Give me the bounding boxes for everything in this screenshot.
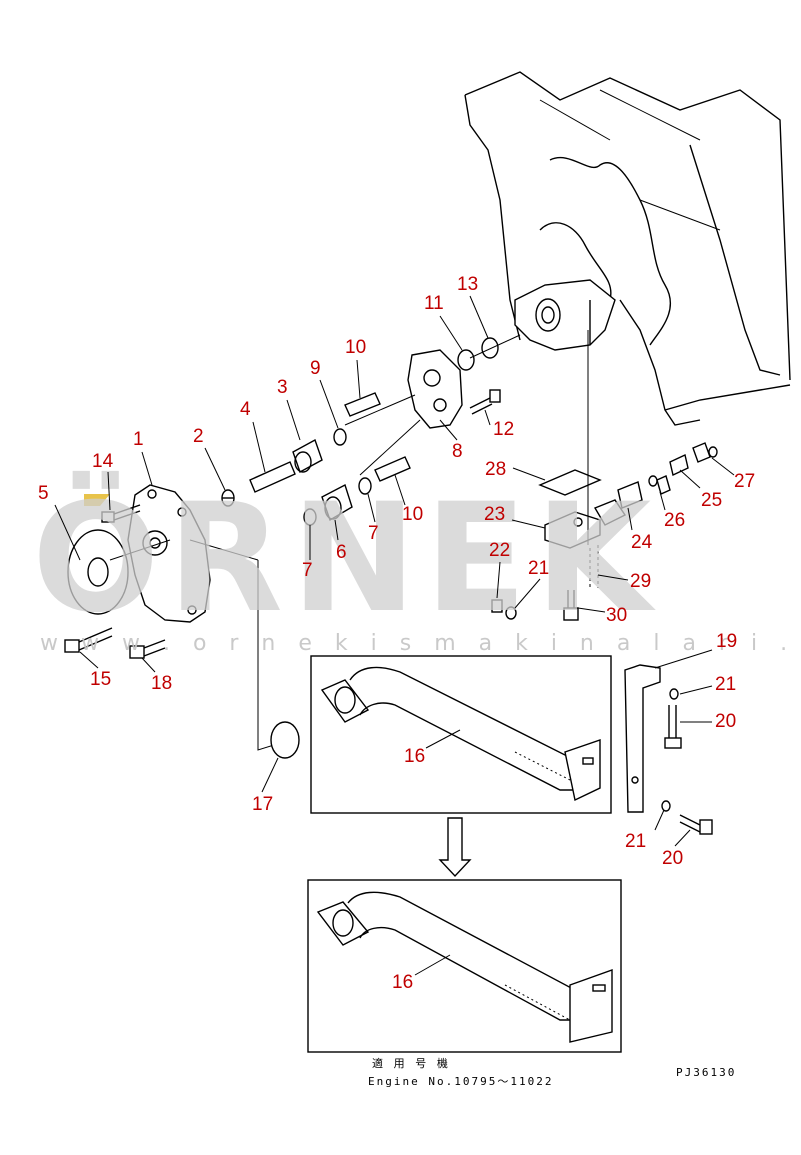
watermark-brand: ÖRNEK [32, 470, 659, 646]
plate-28 [538, 469, 602, 496]
callout-27: 27 [734, 471, 755, 492]
ring-11 [457, 349, 475, 371]
callout-21b: 21 [715, 674, 736, 695]
bolt-20-b [679, 814, 713, 835]
bolt-22 [491, 599, 503, 613]
gasket-17 [270, 721, 300, 759]
pipe-16-upper [320, 666, 601, 802]
callout-4: 4 [240, 399, 251, 420]
bolt-20-a [664, 705, 682, 749]
pulley-disc [67, 529, 171, 615]
callout-21c: 21 [625, 831, 646, 852]
callout-13: 13 [457, 274, 478, 295]
callout-15: 15 [90, 669, 111, 690]
leader-lines [54, 295, 735, 976]
spring-25 [669, 453, 689, 477]
callout-2: 2 [193, 426, 204, 447]
callout-28: 28 [485, 459, 506, 480]
callout-1: 1 [133, 429, 144, 450]
pump-cover [127, 484, 259, 623]
washer-21-b [669, 688, 679, 700]
applicability-label: 適 用 号 機 [372, 1056, 450, 1070]
callout-19: 19 [716, 631, 737, 652]
callout-3: 3 [277, 377, 288, 398]
watermark: ÖRNEK w w w . o r n e k i s m a k i n a … [32, 470, 801, 656]
callout-18: 18 [151, 673, 172, 694]
bolt-30 [563, 590, 579, 621]
watermark-accent [84, 494, 110, 506]
callout-26: 26 [664, 510, 685, 531]
callouts: 1 2 3 4 5 6 7 7 8 9 10 10 11 12 13 14 15… [38, 274, 755, 993]
callout-7a: 7 [302, 560, 313, 581]
pin-10-upper [344, 392, 381, 417]
callout-16b: 16 [392, 972, 413, 993]
leader-line [469, 334, 521, 359]
callout-16a: 16 [404, 746, 425, 767]
callout-29: 29 [630, 571, 651, 592]
callout-11: 11 [424, 293, 444, 314]
pump-body-8 [344, 349, 463, 476]
callout-12: 12 [493, 419, 514, 440]
bolt-14 [101, 504, 141, 523]
gear-6 [321, 483, 353, 522]
pipe-16-lower [316, 891, 613, 1043]
callout-14: 14 [92, 451, 114, 472]
callout-10b: 10 [402, 504, 423, 525]
callout-6: 6 [336, 542, 347, 563]
bushing-2 [221, 489, 235, 507]
bushing-9 [333, 428, 347, 446]
mounting-flange [514, 279, 616, 351]
shaft-4 [249, 461, 296, 493]
callout-23: 23 [484, 504, 505, 525]
engine-block [464, 71, 791, 426]
bracket-19 [624, 664, 661, 813]
bolt-29 [589, 545, 599, 590]
pipe-detail-box-upper [310, 655, 612, 814]
washer-21-c [661, 800, 671, 812]
gear-3 [292, 438, 323, 474]
callout-25: 25 [701, 490, 722, 511]
sleeve-24 [617, 481, 643, 509]
bushing-7-right [358, 477, 372, 495]
washer-21-a [505, 606, 517, 620]
callout-7b: 7 [368, 523, 379, 544]
callout-5: 5 [38, 483, 49, 504]
callout-10a: 10 [345, 337, 366, 358]
fitting-27 [692, 442, 718, 463]
spacer-26 [656, 475, 671, 495]
callout-8: 8 [452, 441, 463, 462]
callout-21a: 21 [528, 558, 549, 579]
bolt-12 [469, 389, 501, 415]
callout-30: 30 [606, 605, 627, 626]
callout-9: 9 [310, 358, 321, 379]
watermark-url: w w w . o r n e k i s m a k i n a l a r … [40, 631, 801, 656]
bolt-18 [129, 639, 166, 659]
callout-17: 17 [252, 794, 273, 815]
callout-20a: 20 [715, 711, 736, 732]
bracket-23 [544, 499, 627, 549]
callout-22: 22 [489, 540, 510, 561]
bolt-15 [64, 627, 113, 653]
drawing-code: PJ36130 [676, 1066, 736, 1079]
down-arrow-icon [438, 817, 472, 878]
pipe-detail-box-lower [307, 879, 622, 1053]
callout-24: 24 [631, 532, 653, 553]
pin-10-lower [374, 456, 411, 482]
seal-13 [481, 337, 499, 359]
engine-range: Engine No.10795～11022 [368, 1075, 553, 1088]
callout-20b: 20 [662, 848, 683, 869]
